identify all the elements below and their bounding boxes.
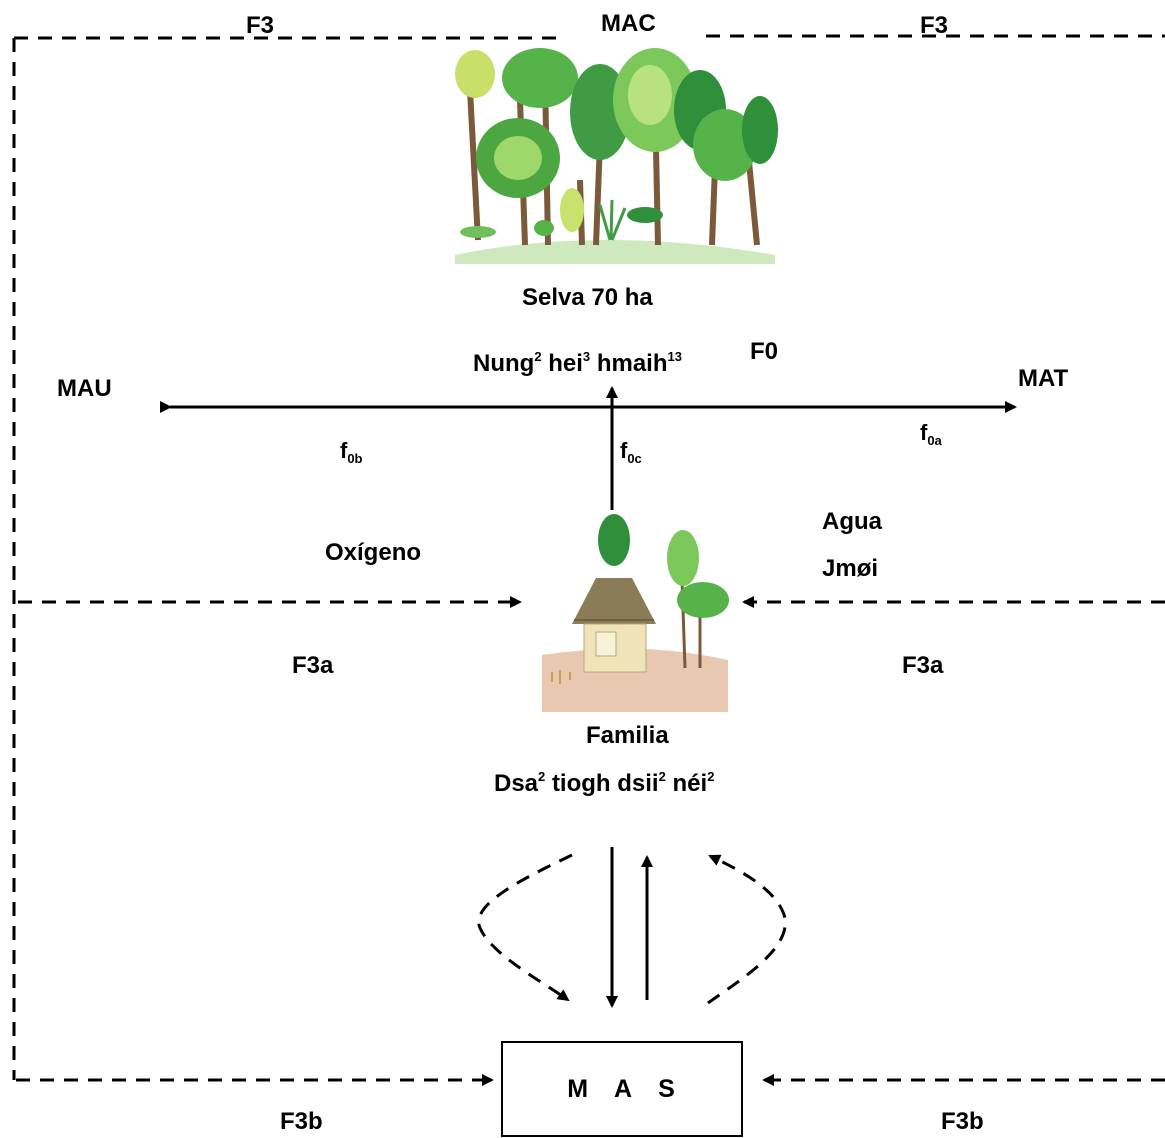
f0c-sub: 0c — [627, 451, 642, 466]
f0a-sub: 0a — [927, 433, 942, 448]
label-f3b-right: F3b — [941, 1108, 984, 1135]
label-water-local: Jmøi — [822, 555, 879, 582]
house-illustration — [542, 514, 729, 712]
local-sup-3: 13 — [667, 349, 682, 364]
mas-letter-a: A — [614, 1074, 635, 1103]
family-local-1: Dsa — [494, 770, 539, 797]
label-mat: MAT — [1018, 365, 1069, 392]
mas-letter-m: M — [567, 1074, 591, 1103]
label-f0: F0 — [750, 338, 779, 365]
local-sup-2: 3 — [582, 349, 591, 364]
local-word-1: Nung — [473, 350, 535, 377]
label-local-name: Nung2 hei3 hmaih13 — [473, 349, 682, 377]
label-f3b-left: F3b — [280, 1108, 323, 1135]
label-family: Familia — [586, 722, 669, 749]
label-oxygen: Oxígeno — [325, 539, 422, 566]
feedback-loops — [477, 853, 787, 1005]
local-sup-1: 2 — [534, 349, 542, 364]
label-f3a-left: F3a — [292, 652, 334, 679]
label-family-local: Dsa2 tiogh dsii2 néi2 — [494, 769, 715, 797]
mau-mat-axis — [160, 386, 1017, 510]
label-f3a-right: F3a — [902, 652, 944, 679]
family-local-sup-1: 2 — [538, 769, 546, 784]
f0a-main: f — [920, 420, 928, 445]
label-forest: Selva 70 ha — [522, 284, 653, 311]
family-mas-arrows — [606, 847, 653, 1008]
label-f3-top-right: F3 — [920, 12, 949, 39]
forest-illustration — [452, 48, 778, 264]
family-local-sup-3: 2 — [707, 769, 715, 784]
f0b-main: f — [340, 438, 348, 463]
label-mac: MAC — [601, 10, 656, 37]
label-f0b: f0b — [340, 438, 363, 466]
label-f0c: f0c — [620, 438, 642, 466]
f0c-main: f — [620, 438, 628, 463]
mas-letter-s: S — [658, 1074, 677, 1103]
mas-box — [501, 1041, 743, 1137]
family-local-sup-2: 2 — [658, 769, 666, 784]
family-local-2: tiogh dsii — [551, 770, 659, 797]
f0b-sub: 0b — [347, 451, 363, 466]
mas-box-label: M A S — [502, 1042, 742, 1136]
system-boundary — [12, 34, 1165, 1080]
label-f3-top-left: F3 — [246, 12, 275, 39]
label-mau: MAU — [57, 375, 112, 402]
label-water: Agua — [822, 508, 882, 535]
local-word-2: hei — [548, 350, 583, 377]
label-f0a: f0a — [920, 420, 942, 448]
family-local-3: néi — [672, 770, 708, 797]
local-word-3: hmaih — [596, 350, 668, 377]
